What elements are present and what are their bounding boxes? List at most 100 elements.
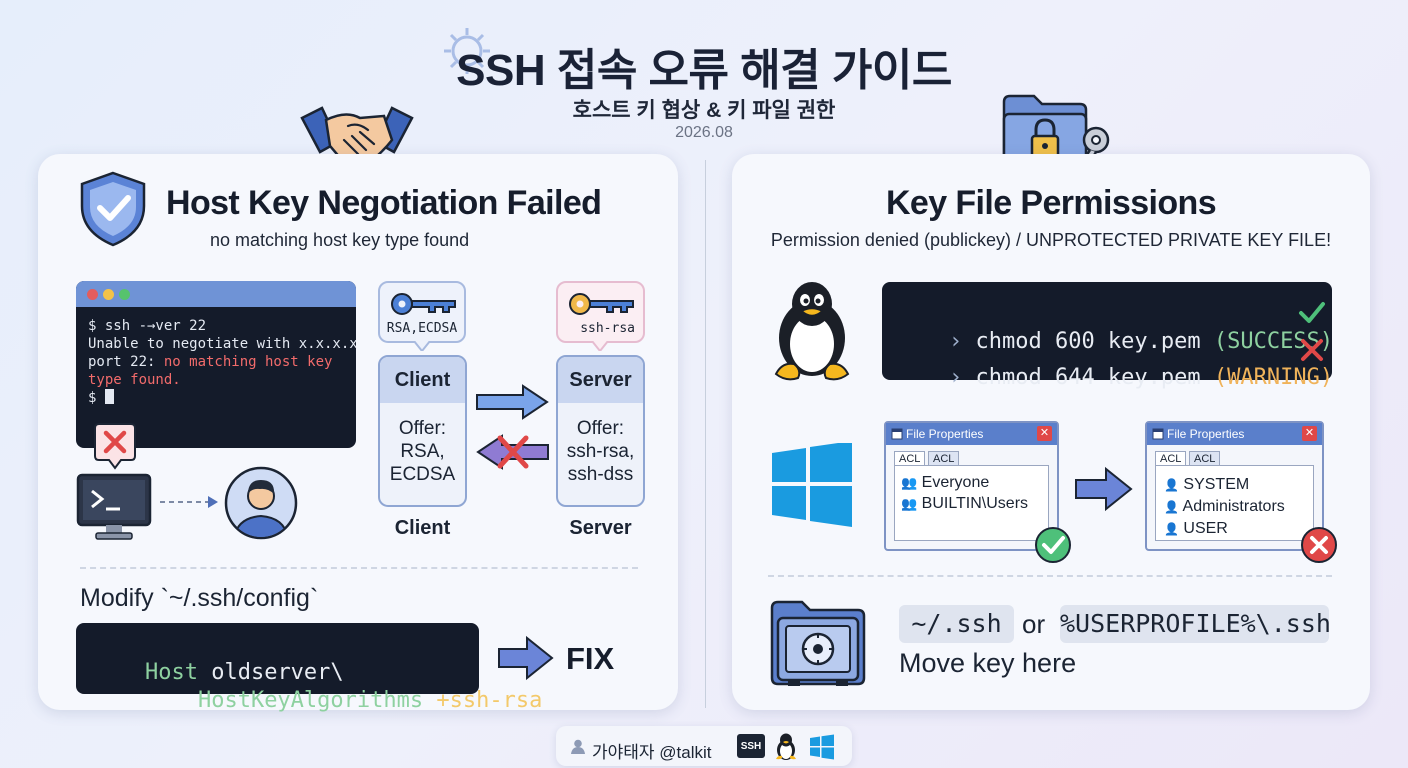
client-label: Client bbox=[394, 517, 451, 539]
modify-config-label: Modify `~/.ssh/config` bbox=[80, 584, 319, 612]
host-key-subheading: no matching host key type found bbox=[210, 230, 470, 250]
key-icon bbox=[569, 293, 634, 315]
section-divider bbox=[80, 567, 638, 569]
window-icon bbox=[1152, 428, 1164, 440]
tab-acl-2[interactable]: ACL bbox=[1189, 451, 1221, 467]
host-key-heading: Host Key Negotiation Failed bbox=[166, 184, 602, 222]
user-icon: 👤 bbox=[1164, 522, 1179, 536]
terminal-line-type: type found. bbox=[88, 372, 181, 388]
maximize-dot-icon[interactable] bbox=[119, 289, 130, 300]
fix-label: FIX bbox=[566, 641, 615, 676]
terminal-prompt[interactable]: $ bbox=[88, 389, 356, 407]
client-algorithms: RSA,ECDSA bbox=[386, 321, 458, 336]
author-handle: 가야태자 @talkit bbox=[592, 743, 712, 762]
code-host: oldserver\ bbox=[197, 660, 344, 685]
tab-acl[interactable]: ACL bbox=[894, 451, 926, 467]
acl-entry-system[interactable]: 👤 SYSTEM bbox=[1164, 476, 1250, 493]
terminal-line-port: port 22: no matching host key bbox=[88, 354, 333, 370]
gear-icon bbox=[444, 28, 490, 74]
dialog-title-bar: File Properties ✕ bbox=[886, 423, 1057, 445]
group-icon: 👥 bbox=[901, 475, 918, 490]
code-keyword: Host bbox=[144, 660, 198, 685]
server-label: Server bbox=[569, 517, 632, 539]
terminal-title-bar bbox=[76, 281, 356, 307]
page-date: 2026.08 bbox=[675, 124, 733, 141]
acl-list: 👤 SYSTEM 👤 Administrators 👤 USER bbox=[1155, 465, 1314, 541]
server-algorithms: ssh-rsa bbox=[580, 321, 635, 336]
section-divider bbox=[768, 575, 1332, 577]
server-key-bubble: ssh-rsa bbox=[556, 281, 645, 343]
check-icon bbox=[1299, 302, 1325, 323]
check-badge-icon bbox=[1035, 527, 1071, 563]
key-icon bbox=[391, 293, 456, 315]
dialog-title-bar: File Properties ✕ bbox=[1147, 423, 1322, 445]
cross-icon bbox=[1301, 339, 1323, 361]
rejected-arrow-icon bbox=[476, 434, 549, 470]
close-dot-icon[interactable] bbox=[87, 289, 98, 300]
server-offer-2: ssh-dss bbox=[567, 464, 634, 485]
acl-entry-administrators[interactable]: 👤 Administrators bbox=[1164, 498, 1285, 515]
file-properties-dialog-after: File Properties ✕ ACL ACL 👤 SYSTEM 👤 Adm… bbox=[1145, 421, 1337, 563]
ssh-config-code: Host oldserver\ HostKeyAlgorithms +ssh-r… bbox=[76, 623, 542, 713]
permissions-heading: Key File Permissions bbox=[885, 184, 1217, 222]
close-icon[interactable]: ✕ bbox=[1302, 426, 1317, 441]
path-ssh-home: ~/.ssh bbox=[899, 605, 1014, 643]
close-icon[interactable]: ✕ bbox=[1037, 426, 1052, 441]
dashed-arrow-icon bbox=[160, 496, 218, 508]
dialog-title: File Properties bbox=[906, 427, 984, 441]
group-icon: 👥 bbox=[901, 496, 918, 511]
footer-bar: 가야태자 @talkit SSH bbox=[556, 726, 852, 766]
file-properties-dialog-before: File Properties ✕ ACL ACL 👥 Everyone 👥 B… bbox=[884, 421, 1071, 563]
terminal-line-error: Unable to negotiate with x.x.x.x bbox=[88, 336, 356, 352]
path-userprofile: %USERPROFILE%\.ssh bbox=[1060, 605, 1331, 643]
arrow-right-icon bbox=[498, 635, 554, 681]
vault-icon bbox=[770, 600, 866, 686]
acl-entry-everyone[interactable]: 👥 Everyone bbox=[901, 474, 990, 491]
user-icon: 👤 bbox=[1164, 500, 1179, 514]
server-offer-label: Offer: bbox=[576, 418, 625, 439]
acl-entry-user[interactable]: 👤 USER bbox=[1164, 520, 1228, 537]
client-offer-2: ECDSA bbox=[389, 464, 456, 485]
code-value: +ssh-rsa bbox=[423, 688, 543, 713]
client-box-title: Client bbox=[380, 357, 465, 403]
tab-acl[interactable]: ACL bbox=[1155, 451, 1187, 467]
page-title: SSH 접속 오류 해결 가이드 bbox=[456, 46, 952, 95]
shield-check-icon bbox=[80, 171, 146, 247]
cross-badge-icon bbox=[1301, 527, 1337, 563]
or-label: or bbox=[1022, 609, 1046, 639]
monitor-terminal-icon bbox=[76, 473, 152, 540]
server-box-title: Server bbox=[558, 357, 643, 403]
bubble-pointer bbox=[414, 341, 430, 351]
move-key-label: Move key here bbox=[899, 648, 1077, 678]
user-avatar-icon bbox=[224, 466, 298, 540]
window-icon bbox=[891, 428, 903, 440]
windows-logo-icon bbox=[772, 443, 852, 527]
code-option: HostKeyAlgorithms bbox=[144, 688, 424, 713]
arrow-right-icon bbox=[476, 384, 549, 420]
page-subtitle: 호스트 키 협상 & 키 파일 권한 bbox=[572, 99, 836, 122]
server-offer-1: ssh-rsa, bbox=[566, 441, 635, 462]
user-icon bbox=[571, 739, 585, 754]
permissions-subheading: Permission denied (publickey) / UNPROTEC… bbox=[770, 230, 1332, 250]
minimize-dot-icon[interactable] bbox=[103, 289, 114, 300]
client-box: Client Offer: RSA, ECDSA bbox=[378, 355, 467, 507]
center-divider bbox=[705, 160, 706, 708]
chmod-600-line: › chmod 600 key.pem (SUCCESS) bbox=[948, 329, 1334, 354]
error-x-icon bbox=[94, 423, 136, 470]
dialog-title: File Properties bbox=[1167, 427, 1245, 441]
linux-penguin-icon bbox=[774, 282, 850, 381]
terminal-window: $ ssh -→ver 22 Unable to negotiate with … bbox=[76, 281, 356, 448]
ssh-badge-icon: SSH bbox=[737, 734, 765, 758]
arrow-right-icon bbox=[1075, 466, 1133, 512]
windows-logo-icon bbox=[810, 734, 834, 760]
bubble-pointer bbox=[592, 341, 608, 351]
client-offer-label: Offer: bbox=[398, 418, 447, 439]
linux-penguin-icon bbox=[776, 733, 796, 760]
client-offer-1: RSA, bbox=[400, 441, 445, 462]
chmod-terminal: › chmod 600 key.pem (SUCCESS) › chmod 64… bbox=[882, 282, 1333, 390]
chmod-644-line: › chmod 644 key.pem (WARNING) bbox=[948, 365, 1334, 390]
server-box: Server Offer: ssh-rsa, ssh-dss bbox=[556, 355, 645, 507]
acl-entry-builtin-users[interactable]: 👥 BUILTIN\Users bbox=[901, 495, 1029, 512]
client-key-bubble: RSA,ECDSA bbox=[378, 281, 466, 343]
terminal-line-command: $ ssh -→ver 22 bbox=[88, 318, 207, 334]
